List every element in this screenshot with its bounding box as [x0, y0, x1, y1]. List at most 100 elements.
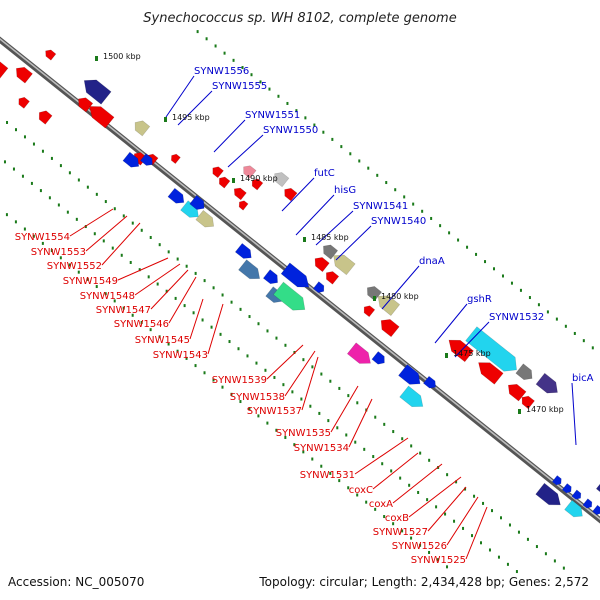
tick-dot — [248, 407, 251, 411]
tick-dot — [68, 263, 71, 267]
leader-line — [177, 90, 213, 126]
gene-feature — [89, 106, 115, 129]
leader-line — [465, 506, 488, 560]
tick-dot — [340, 145, 343, 149]
tick-dot — [32, 142, 35, 146]
tick-dot — [376, 173, 379, 177]
tick-dot — [167, 250, 170, 254]
leader-line — [372, 452, 419, 490]
tick-dot — [363, 447, 366, 451]
tick-dot — [291, 390, 294, 394]
tick-dot — [374, 507, 377, 511]
topology-text: Topology: circular; Length: 2,434,428 bp… — [258, 575, 589, 589]
scale-label: 1485 kbp — [311, 233, 349, 242]
leader-line — [330, 385, 359, 433]
gene-label-forward: SYNW1532 — [489, 312, 544, 323]
tick-dot — [6, 120, 9, 124]
gene-label-forward: gshR — [467, 294, 492, 305]
tick-dot — [75, 217, 78, 221]
gene-label-reverse: SYNW1548 — [80, 291, 135, 302]
tick-dot — [394, 188, 397, 192]
tick-dot — [553, 559, 556, 563]
tick-dot — [412, 202, 415, 206]
tick-dot — [268, 87, 271, 91]
tick-dot — [464, 487, 467, 491]
map-title: Synechococcus sp. WH 8102, complete geno… — [143, 11, 456, 26]
gene-feature — [595, 483, 600, 493]
tick-dot — [320, 464, 323, 468]
tick-dot — [284, 343, 287, 347]
tick-dot — [437, 558, 440, 562]
tick-dot — [221, 385, 224, 389]
tick-dot — [484, 260, 487, 264]
gene-feature — [233, 187, 247, 201]
gene-feature — [45, 49, 57, 61]
tick-dot — [212, 286, 215, 290]
tick-dot — [113, 299, 116, 303]
tick-dot — [471, 534, 474, 538]
gene-feature — [234, 242, 252, 259]
gene-feature — [366, 286, 383, 302]
tick-dot — [493, 267, 496, 271]
tick-dot — [174, 296, 177, 300]
gene-label-reverse: SYNW1526 — [392, 541, 447, 552]
tick-dot — [401, 529, 404, 533]
gene-feature — [170, 153, 181, 165]
tick-dot — [497, 555, 500, 559]
gene-feature — [218, 176, 231, 189]
tick-dot — [14, 128, 17, 132]
leader-line — [301, 356, 319, 411]
tick-dot — [448, 231, 451, 235]
tick-dot — [86, 277, 89, 281]
tick-dot — [331, 137, 334, 141]
gene-label-reverse: SYNW1531 — [300, 470, 355, 481]
leader-line — [434, 303, 468, 344]
scale-tick — [518, 409, 521, 414]
gene-feature — [78, 97, 94, 113]
tick-dot — [104, 200, 107, 204]
gene-feature — [561, 483, 572, 494]
tick-dot — [68, 171, 71, 175]
tick-dot — [309, 404, 312, 408]
tick-dot — [77, 270, 80, 274]
gene-feature — [280, 262, 310, 288]
tick-dot — [383, 515, 386, 519]
tick-dot — [286, 101, 289, 105]
tick-dot — [482, 501, 485, 505]
tick-dot — [488, 548, 491, 552]
tick-dot — [3, 160, 6, 164]
tick-dot — [374, 415, 377, 419]
leader-line — [213, 119, 246, 153]
tick-dot — [381, 462, 384, 466]
tick-dot — [221, 293, 224, 297]
tick-dot — [311, 457, 314, 461]
tick-dot — [205, 37, 208, 41]
gene-feature — [243, 165, 257, 179]
gene-label-forward: SYNW1551 — [245, 110, 300, 121]
tick-dot — [444, 512, 447, 516]
gene-feature — [251, 178, 264, 191]
tick-dot — [367, 166, 370, 170]
gene-label-forward: SYNW1540 — [371, 216, 426, 227]
tick-dot — [338, 479, 341, 483]
gene-feature — [582, 498, 593, 509]
gene-feature — [238, 200, 249, 211]
gene-feature — [122, 151, 140, 168]
tick-dot — [336, 426, 339, 430]
tick-dot — [140, 320, 143, 324]
tick-dot — [356, 401, 359, 405]
tick-dot — [23, 227, 26, 231]
tick-dot — [564, 324, 567, 328]
gene-label-reverse: SYNW1538 — [230, 392, 285, 403]
gene-feature — [139, 153, 153, 166]
tick-dot — [259, 80, 262, 84]
gene-label-reverse: SYNW1525 — [411, 555, 466, 566]
tick-dot — [544, 552, 547, 556]
tick-dot — [201, 318, 204, 322]
tick-dot — [120, 253, 123, 257]
tick-dot — [176, 257, 179, 261]
gene-label-forward: bicA — [572, 373, 594, 384]
gene-label-reverse: SYNW1547 — [96, 305, 151, 316]
gene-label-reverse: SYNW1554 — [15, 232, 70, 243]
leader-line — [281, 177, 315, 212]
